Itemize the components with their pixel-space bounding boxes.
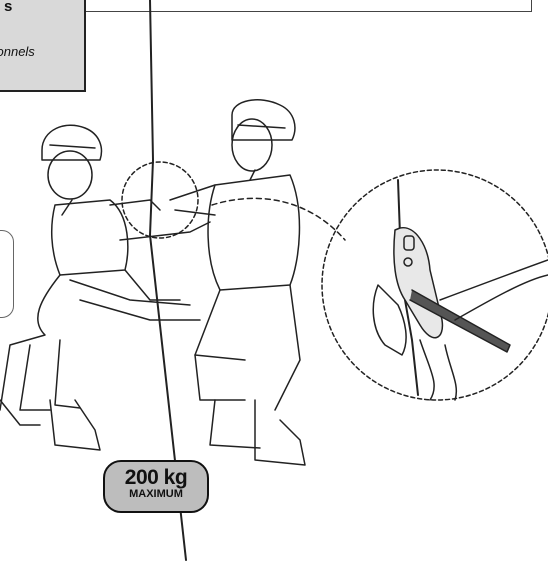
badge-load-value: 200 kg [105, 466, 207, 490]
small-callout-circle [122, 162, 198, 238]
badge-load-label: MAXIMUM [105, 488, 207, 500]
magnifier-callout-icon [322, 170, 548, 400]
helmet-icon [42, 125, 101, 160]
max-load-badge: 200 kg MAXIMUM [103, 460, 209, 513]
rescuer-figure-icon [0, 125, 210, 450]
victim-figure-icon [170, 100, 305, 465]
belay-device-icon [373, 180, 548, 400]
callout-connector [212, 198, 345, 240]
